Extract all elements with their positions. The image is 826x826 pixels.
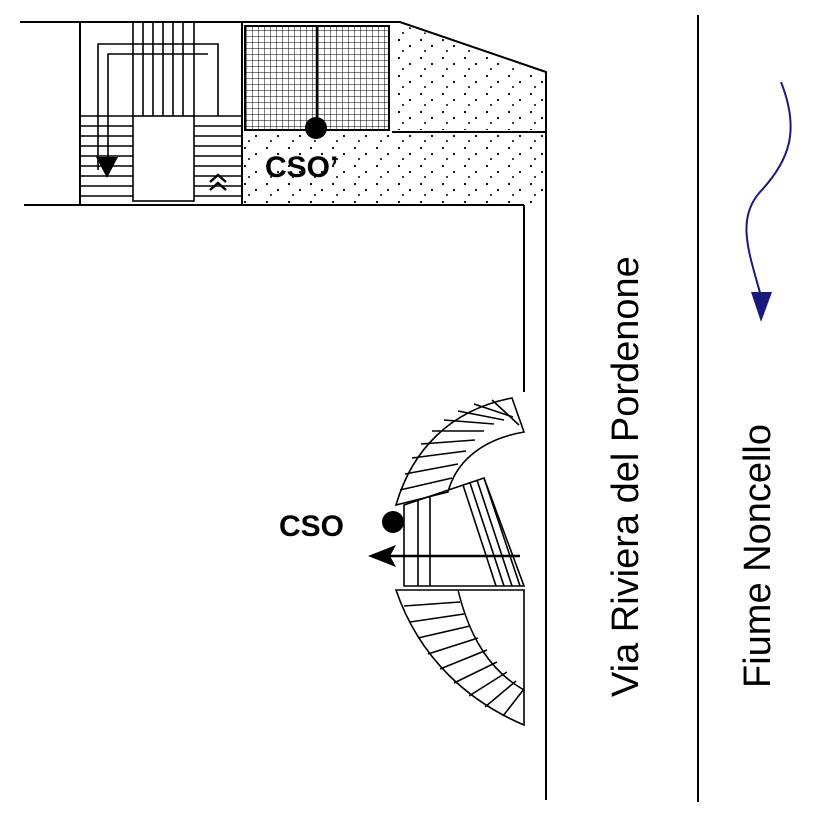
grated-tank — [244, 25, 390, 131]
river-label: Fiume Noncello — [737, 424, 779, 688]
dotted-area-lower — [244, 134, 544, 203]
river-flow-arrow — [745, 81, 792, 322]
dotted-area-upper — [392, 24, 544, 130]
top-building — [20, 21, 547, 800]
cso-prime-label: CSO’ — [265, 151, 338, 184]
river-flow-arrow-head-icon — [751, 292, 772, 322]
stair-up-chevron-icon — [209, 173, 227, 191]
outflow-arrow-head-icon — [368, 545, 396, 567]
cso-prime-marker — [305, 117, 327, 139]
curved-staircase — [394, 397, 526, 727]
street-label: Via Riviera del Pordenone — [605, 256, 647, 697]
stair-down-arrow-icon — [96, 157, 118, 178]
cso-label: CSO — [279, 510, 344, 543]
cso-marker — [382, 511, 404, 533]
outflow-arrow — [368, 545, 520, 567]
